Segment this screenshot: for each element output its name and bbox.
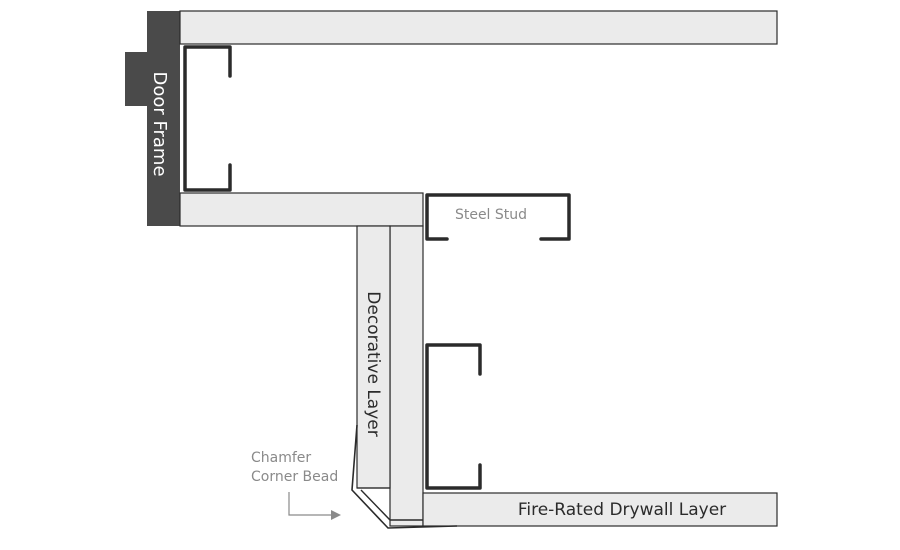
callout-arrow-head [331, 510, 341, 520]
chamfer-callout: Chamfer Corner Bead [251, 450, 341, 520]
callout-arrow-line [288, 492, 332, 516]
chamfer-label-line2: Corner Bead [251, 469, 338, 485]
fire-rated-label: Fire-Rated Drywall Layer [518, 500, 726, 520]
steel-stud-lower [425, 343, 482, 490]
top-drywall-board [179, 10, 778, 45]
chamfer-corner-bead [351, 424, 458, 529]
decorative-layer-label: Decorative Layer [363, 291, 383, 436]
door-frame: Door Frame [125, 11, 180, 226]
fire-rated-drywall-layer: Fire-Rated Drywall Layer [422, 492, 778, 527]
steel-stud-upper [183, 45, 232, 192]
chamfer-label-line1: Chamfer [251, 450, 311, 466]
door-frame-label: Door Frame [149, 71, 170, 176]
vertical-drywall-board [389, 225, 424, 527]
middle-drywall-board [179, 192, 424, 227]
decorative-layer: Decorative Layer [356, 225, 391, 489]
steel-stud-middle: Steel Stud [425, 193, 571, 241]
steel-stud-label: Steel Stud [455, 207, 527, 223]
